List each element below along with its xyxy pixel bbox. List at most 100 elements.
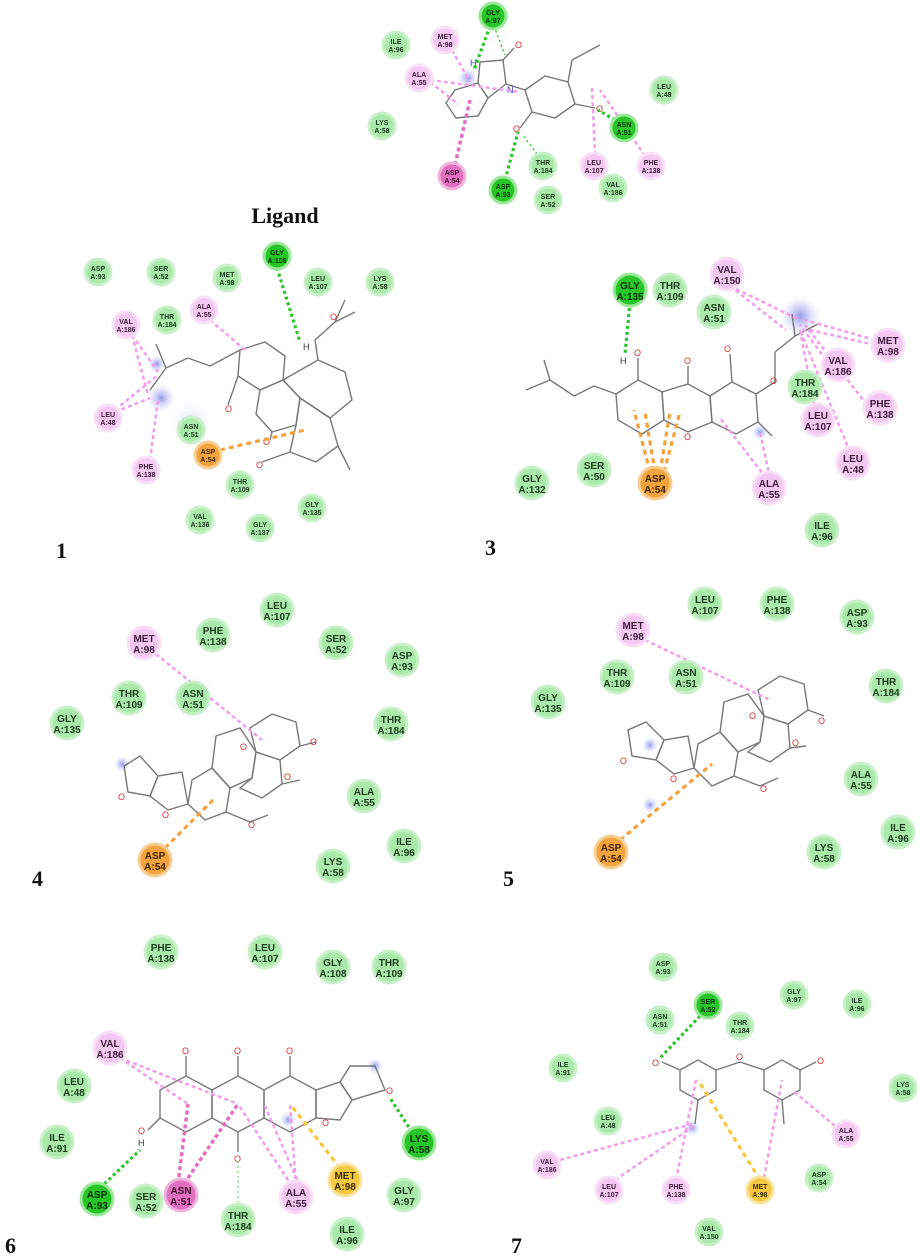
residue-number: A:107 (308, 284, 327, 291)
residue-name: ASN (703, 303, 724, 314)
residue-disc (843, 761, 879, 797)
residue-name: ILE (814, 521, 830, 532)
residue-number: A:58 (374, 128, 389, 135)
residue-name: LEU (255, 943, 275, 954)
residue-number: A:138 (641, 168, 660, 175)
panel-label-4: 4 (32, 866, 43, 891)
residue-disc (696, 294, 732, 330)
residue-disc (367, 111, 397, 141)
residue-number: A:186 (824, 367, 852, 378)
svg-text:O: O (770, 376, 777, 386)
residue-disc (694, 1217, 724, 1247)
residue-disc (839, 599, 875, 635)
residue-name: MET (438, 34, 454, 41)
residue-name: THR (228, 1211, 249, 1222)
residue-number: A:52 (540, 202, 555, 209)
residue-number: A:93 (846, 619, 868, 630)
residue-number: A:135 (616, 292, 644, 303)
residue-name: PHE (767, 595, 788, 606)
residue-disc (381, 30, 411, 60)
residue-name: GLY (57, 714, 77, 725)
residue-number: A:51 (182, 700, 204, 711)
residue-name: ILE (890, 823, 906, 834)
residue-name: LEU (101, 412, 115, 419)
svg-text:O: O (670, 774, 677, 784)
svg-text:O: O (234, 1154, 241, 1164)
residue-number: A:54 (811, 1180, 826, 1187)
residue-name: GLY (787, 989, 801, 996)
residue-disc (131, 455, 161, 485)
residue-disc (386, 828, 422, 864)
svg-text:O: O (724, 344, 731, 354)
residue-name: SER (541, 194, 555, 201)
residue-name: ILE (396, 837, 412, 848)
residue-number: A:138 (666, 1192, 685, 1199)
residue-name: ASN (184, 424, 199, 431)
residue-name: LEU (64, 1077, 84, 1088)
residue-name: LEU (695, 595, 715, 606)
residue-number: A:96 (336, 1236, 358, 1247)
residue-number: A:138 (136, 472, 155, 479)
residue-number: A:107 (263, 612, 291, 623)
residue-disc (870, 327, 906, 363)
molecule-7-interactions (559, 1014, 836, 1182)
svg-text:O: O (620, 756, 627, 766)
residue-disc (365, 267, 395, 297)
svg-text:O: O (118, 792, 125, 802)
residue-name: SER (136, 1192, 157, 1203)
residue-disc (862, 390, 898, 426)
residue-disc (92, 1030, 128, 1066)
residue-number: A:51 (616, 130, 631, 137)
residue-number: A:51 (183, 432, 198, 439)
residue-number: A:186 (603, 190, 622, 197)
residue-name: SER (154, 266, 168, 273)
residue-number: A:48 (600, 1123, 615, 1130)
residue-name: GLY (305, 502, 319, 509)
panel-label-1: 1 (56, 538, 67, 563)
residue-name: GLY (522, 474, 542, 485)
residue-disc (83, 257, 113, 287)
residue-disc (189, 295, 219, 325)
residue-name: GLY (270, 250, 284, 257)
residue-number: A:55 (196, 312, 211, 319)
residue-name: VAL (119, 319, 133, 326)
svg-text:O: O (284, 772, 291, 782)
residue-disc (128, 1183, 164, 1219)
residue-name: MET (622, 621, 643, 632)
residue-name: ASP (601, 843, 622, 854)
residue-number: A:93 (90, 274, 105, 281)
residue-number: A:184 (730, 1028, 749, 1035)
residue-disc (93, 403, 123, 433)
residue-disc (661, 1175, 691, 1205)
residue-name: VAL (702, 1226, 716, 1233)
residue-number: A:109 (656, 292, 684, 303)
